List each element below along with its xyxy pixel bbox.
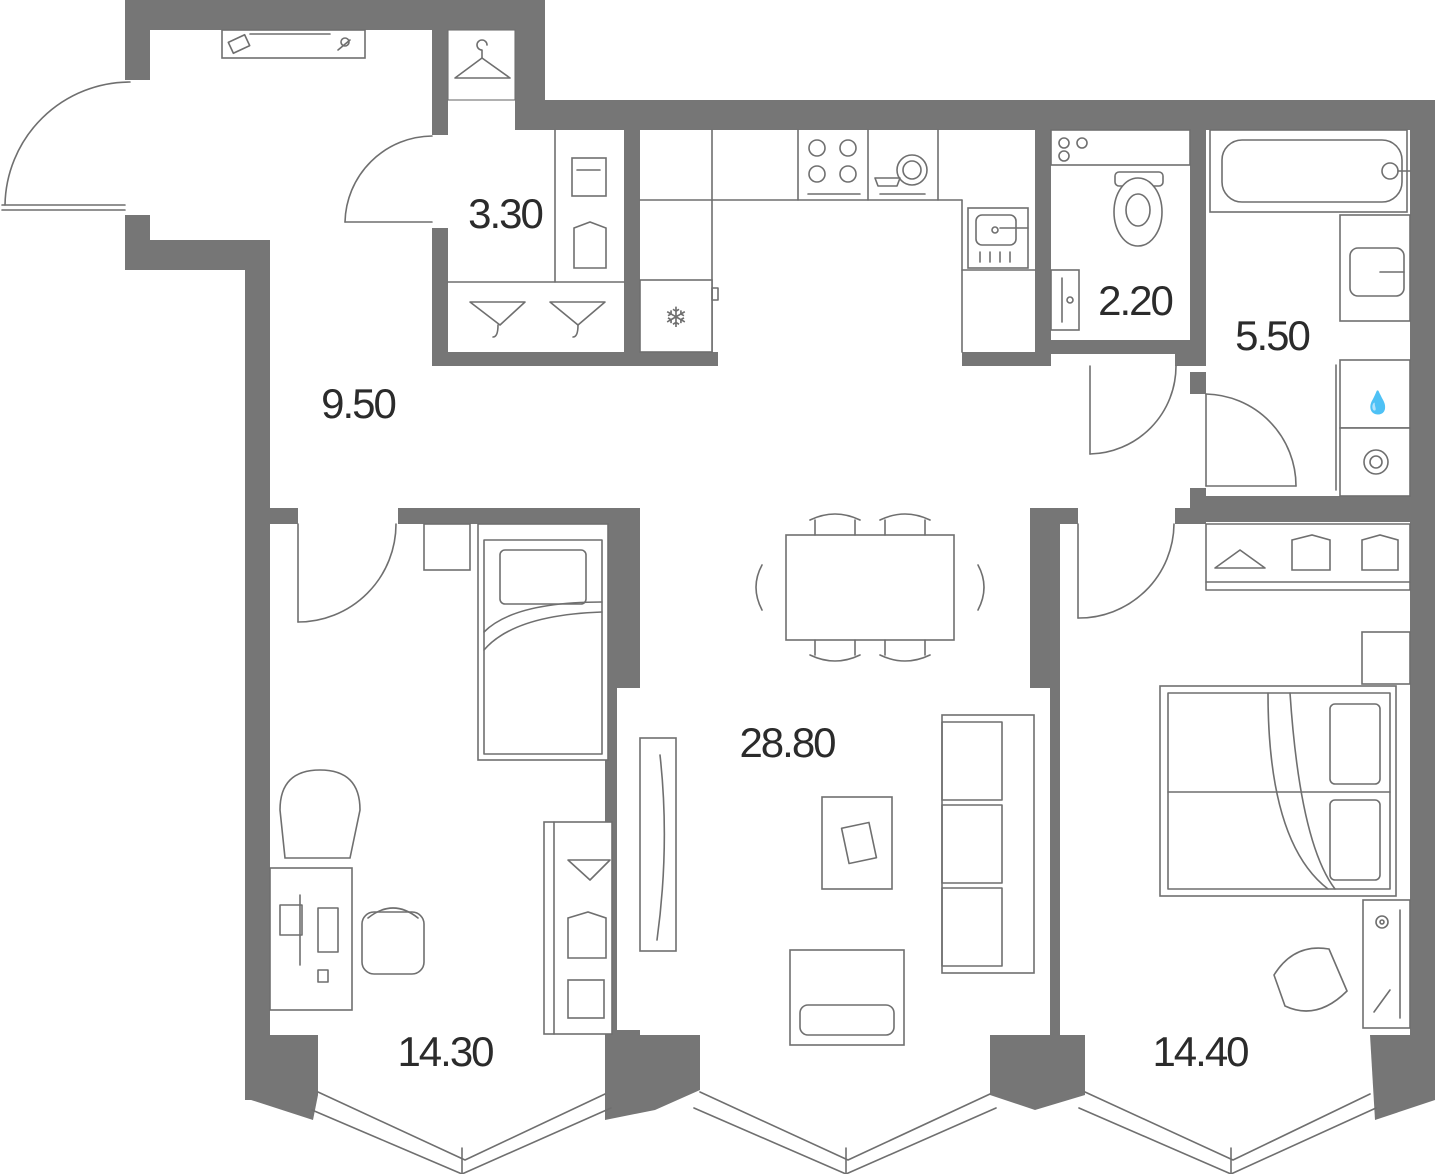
- wc-fixtures: [1050, 129, 1191, 331]
- single-bed: [477, 523, 609, 761]
- bathtub: [1209, 129, 1411, 213]
- tv-unit: [639, 737, 677, 952]
- room-area-hall: 9.50: [321, 380, 395, 427]
- sofa: [941, 714, 1035, 974]
- wardrobe-furniture: [447, 129, 625, 338]
- key-shelf: [221, 29, 366, 59]
- nightstand-left: [423, 523, 471, 571]
- vanity: [1273, 899, 1411, 1029]
- svg-text:💧: 💧: [1364, 390, 1391, 416]
- room-area-living-kitchen: 28.80: [739, 719, 835, 766]
- area-labels: 3.30 9.50 2.20 5.50 28.80 14.30 14.40: [321, 190, 1311, 1075]
- room-area-wardrobe: 3.30: [468, 190, 542, 237]
- room-area-bathroom: 5.50: [1235, 312, 1309, 359]
- coffee-table: [821, 796, 893, 890]
- hanger-icon: [447, 29, 516, 101]
- room-area-wc: 2.20: [1098, 277, 1172, 324]
- washing-machine: 💧: [1335, 359, 1411, 497]
- double-bed: [1159, 631, 1411, 897]
- snowflake-icon: ❄: [664, 301, 687, 334]
- windows: [311, 1091, 1377, 1174]
- cooktop: [807, 139, 861, 195]
- hall-closet: [1205, 523, 1411, 591]
- left-wardrobe: [543, 821, 613, 1035]
- fridge: ❄: [639, 279, 719, 353]
- dishwasher: [874, 154, 928, 195]
- bath-sink: [1339, 214, 1411, 322]
- walls: [125, 0, 1435, 1120]
- desk-chair: [269, 769, 425, 1011]
- doors: [1, 81, 1297, 623]
- room-area-bedroom-right: 14.40: [1152, 1028, 1248, 1075]
- room-area-bedroom-left: 14.30: [397, 1028, 493, 1075]
- dining-table: [755, 513, 985, 662]
- sink: [967, 207, 1029, 269]
- armchair: [789, 949, 905, 1046]
